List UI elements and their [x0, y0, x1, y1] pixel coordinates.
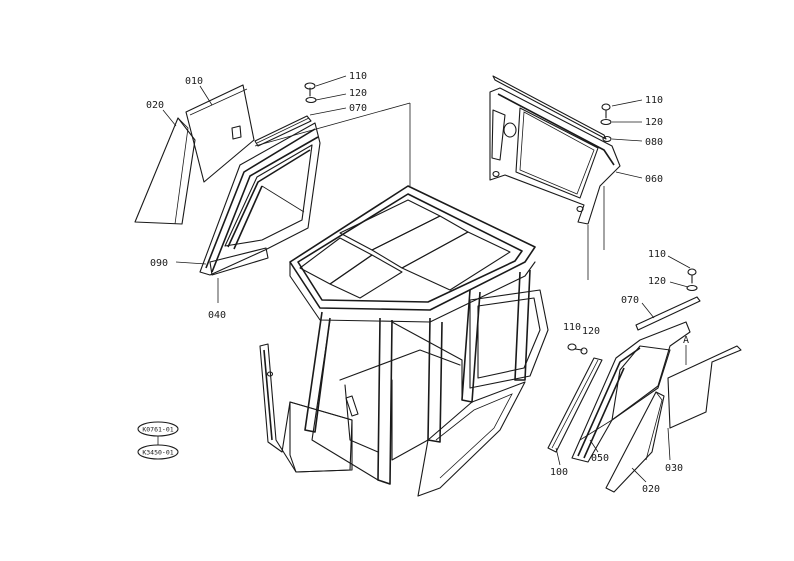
cab-frame [289, 185, 549, 497]
label-090: 090 [150, 258, 168, 269]
right-bolt-110-120 [600, 103, 612, 143]
label-110-low: 110 [563, 322, 581, 333]
label-010: 010 [185, 76, 203, 87]
right-panel-060 [489, 87, 621, 225]
label-030: 030 [665, 463, 683, 474]
badge-bottom: K3450-01 [137, 444, 179, 460]
right-panel-030 [667, 345, 742, 429]
svg-text:K3450-01: K3450-01 [142, 449, 173, 457]
label-020-left: 020 [146, 100, 164, 111]
right-panel-050 [571, 321, 691, 463]
right-bolt-110-120-mid [686, 268, 698, 292]
badge-top: K0761-01 [137, 421, 179, 437]
label-020-right: 020 [642, 484, 660, 495]
svg-text:K0761-01: K0761-01 [142, 426, 173, 434]
right-panel-100 [547, 357, 603, 453]
label-070-top: 070 [349, 103, 367, 114]
lower-left-panel [259, 343, 353, 473]
left-bolt-110-120 [304, 82, 317, 104]
left-strip-070 [254, 115, 312, 147]
label-080: 080 [645, 137, 663, 148]
label-110-top: 110 [349, 71, 367, 82]
label-050: 050 [591, 453, 609, 464]
label-040: 040 [208, 310, 226, 321]
leader-lines [162, 75, 691, 483]
label-A: A [683, 335, 689, 346]
right-bolt-110-120-low [567, 343, 588, 355]
label-110-right-mid: 110 [648, 249, 666, 260]
label-070-right-mid: 070 [621, 295, 639, 306]
right-strip-top [492, 75, 607, 140]
right-strip-070 [635, 296, 701, 331]
right-panel-020 [605, 391, 665, 493]
left-panel-020 [134, 117, 196, 225]
label-120-right-top: 120 [645, 117, 663, 128]
label-110-right-top: 110 [645, 95, 663, 106]
label-100: 100 [550, 467, 568, 478]
reference-lines [254, 102, 613, 441]
left-panel-010 [185, 84, 255, 183]
left-frame-040-090 [199, 122, 321, 276]
label-120-right-mid: 120 [648, 276, 666, 287]
label-120-low: 120 [582, 326, 600, 337]
label-060: 060 [645, 174, 663, 185]
label-120-top: 120 [349, 88, 367, 99]
